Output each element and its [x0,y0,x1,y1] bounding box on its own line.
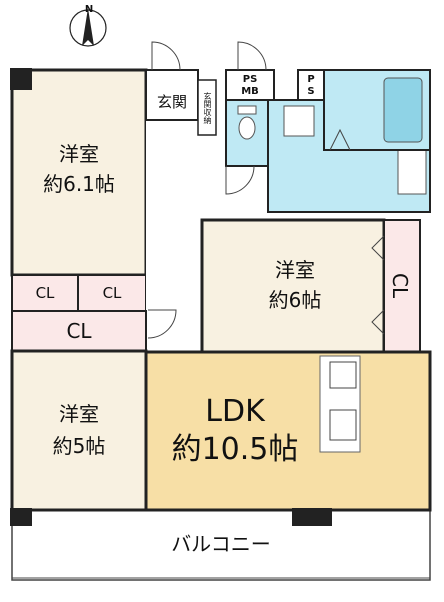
center-bedroom-size: 約6帖 [268,288,322,312]
closet-right [77,274,147,312]
entrance-area [145,69,199,121]
ps-mb-label-bottom: MB [241,86,259,97]
ps-shaft [297,69,325,101]
compass-north-label: N [84,4,94,15]
ps-label-bottom: S [307,86,315,97]
entrance-storage-area [197,79,217,136]
west-bedroom-size: 約6.1帖 [43,172,115,196]
hallway [146,120,202,310]
ldk-door-icon [147,309,177,339]
center-closet-door-icon [371,235,385,335]
south-bedroom-size: 約5帖 [52,434,106,458]
washroom-door-icon [225,165,255,195]
south-bedroom-name: 洋室 [59,402,99,426]
balcony-label: バルコニー [171,532,271,556]
washbasin-icon [283,105,315,137]
balcony-area [11,509,431,581]
ldk-name: LDK [205,394,265,429]
south-bedroom-area [10,349,148,512]
ps-label-top: P [307,74,315,85]
toilet-icon [237,105,257,140]
entrance-label: 玄関 [156,93,187,111]
bathtub-icon [383,77,423,143]
compass-icon [69,8,107,47]
stove-icon [329,361,357,389]
closet-vertical [383,219,421,353]
entrance-door-icon [151,41,181,71]
sink-icon [329,409,357,441]
ldk-area [144,350,432,512]
closet-left-label: CL [35,284,55,302]
bathroom-door-icon [329,128,351,151]
washing-machine-icon [397,149,427,195]
center-bedroom-name: 洋室 [275,258,315,282]
ldk-size: 約10.5帖 [171,432,299,467]
center-bedroom-area [200,218,386,354]
toilet-door-icon [237,41,267,71]
closet-right-label: CL [102,284,122,302]
entrance-storage-label: 玄関収納 [203,92,212,124]
closet-vertical-label: CL [388,273,412,299]
ps-mb-label-top: PS [242,74,258,85]
west-bedroom-name: 洋室 [59,142,99,166]
closet-wide-label: CL [66,319,92,343]
closet-left [11,274,79,312]
